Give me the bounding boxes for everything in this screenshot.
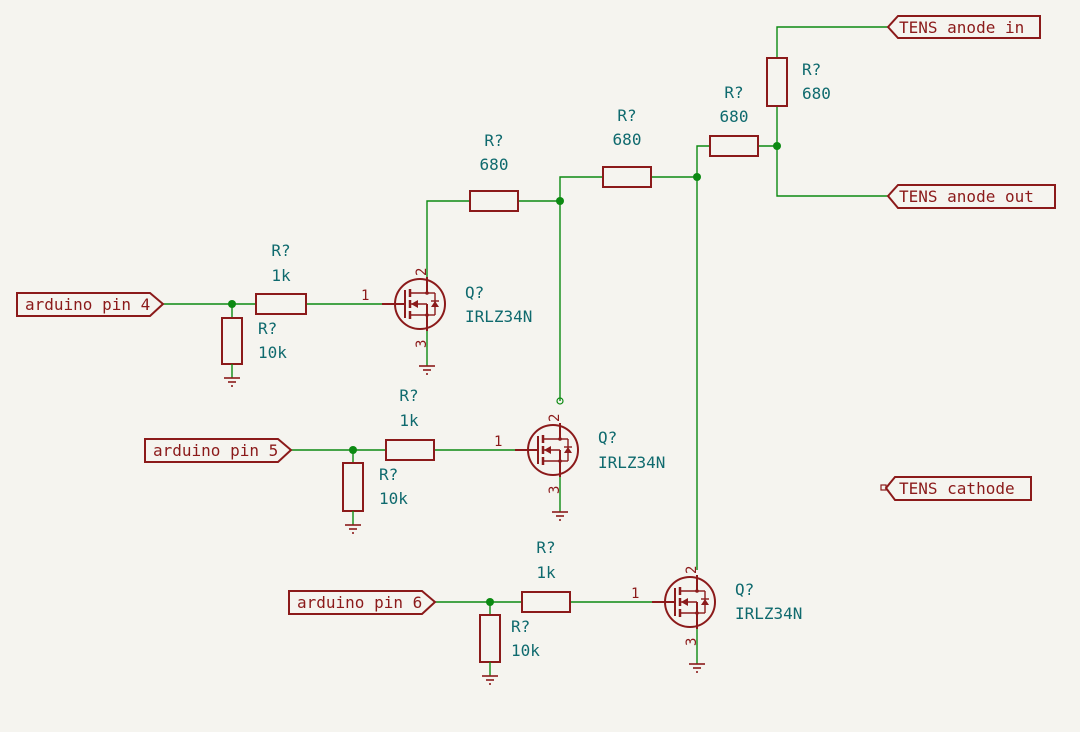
resistor-value: 1k — [536, 563, 556, 582]
junction-dot — [773, 142, 781, 150]
resistor-gate-2[interactable]: R? 1k — [385, 386, 435, 461]
pin-number: 1 — [361, 288, 369, 304]
wires — [163, 26, 888, 615]
pin-number: 3 — [547, 486, 563, 494]
port-pin5-label: arduino pin 5 — [153, 441, 278, 460]
junction-dot — [693, 173, 701, 181]
resistor-ref: R? — [511, 617, 530, 636]
resistor-value: 10k — [511, 641, 540, 660]
resistor-pulldown-2[interactable]: R? 10k — [342, 462, 408, 512]
mosfet-q1[interactable]: 1 2 3 Q? IRLZ34N — [361, 268, 532, 376]
junction-dot — [228, 300, 236, 308]
resistor-value: 10k — [258, 343, 287, 362]
port-pin6-label: arduino pin 6 — [297, 593, 422, 612]
port-cathode[interactable]: TENS cathode — [880, 476, 1032, 501]
resistor-value: 680 — [720, 107, 749, 126]
resistor-value: 680 — [613, 130, 642, 149]
transistor-ref: Q? — [735, 580, 754, 599]
wire-node-b — [696, 145, 710, 570]
port-anode-out[interactable]: TENS anode out — [886, 184, 1056, 209]
wire-drain1 — [426, 200, 470, 277]
resistor-gate-1[interactable]: R? 1k — [255, 241, 307, 315]
resistor-ref: R? — [379, 465, 398, 484]
resistor-pulldown-1[interactable]: R? 10k — [221, 317, 287, 365]
port-anode-in[interactable]: TENS anode in — [886, 15, 1041, 39]
ground-symbol — [223, 363, 241, 387]
port-pin6[interactable]: arduino pin 6 — [288, 590, 437, 615]
wire-anode-out — [776, 106, 888, 197]
mosfet-q3[interactable]: 1 2 3 Q? IRLZ34N — [631, 566, 802, 674]
port-pin4[interactable]: arduino pin 4 — [16, 292, 165, 317]
transistor-ref: Q? — [465, 283, 484, 302]
resistor-ref: R? — [802, 60, 821, 79]
transistor-ref: Q? — [598, 428, 617, 447]
wire-node-a — [559, 176, 603, 401]
resistor-ref: R? — [484, 131, 503, 150]
junction-dot — [486, 598, 494, 606]
junction-dot — [556, 197, 564, 205]
resistor-ref: R? — [724, 83, 743, 102]
pin-number: 1 — [494, 434, 502, 450]
port-pin4-label: arduino pin 4 — [25, 295, 150, 314]
transistor-value: IRLZ34N — [598, 453, 665, 472]
pin-number: 3 — [684, 638, 700, 646]
resistor-ref: R? — [258, 319, 277, 338]
resistor-value: 10k — [379, 489, 408, 508]
resistor-gate-3[interactable]: R? 1k — [521, 538, 571, 613]
resistor-ladder-2[interactable]: R? 680 — [602, 106, 652, 188]
port-anode-in-label: TENS anode in — [899, 18, 1024, 37]
pin-number: 3 — [414, 340, 430, 348]
resistor-ref: R? — [399, 386, 418, 405]
resistor-value: 680 — [480, 155, 509, 174]
resistor-ladder-1[interactable]: R? 680 — [469, 131, 519, 212]
pin-number: 1 — [631, 586, 639, 602]
mosfet-q2[interactable]: 1 2 3 Q? IRLZ34N — [494, 414, 665, 522]
resistor-top[interactable]: R? 680 — [766, 57, 831, 107]
pin-number: 2 — [684, 566, 700, 574]
transistor-value: IRLZ34N — [735, 604, 802, 623]
ground-symbol — [481, 661, 499, 685]
pin-number: 2 — [547, 414, 563, 422]
resistor-ladder-3[interactable]: R? 680 — [709, 83, 759, 157]
ground-symbol — [344, 510, 362, 534]
resistor-value: 1k — [399, 411, 419, 430]
resistor-ref: R? — [271, 241, 290, 260]
resistor-ref: R? — [536, 538, 555, 557]
port-anode-out-label: TENS anode out — [899, 187, 1034, 206]
resistor-ref: R? — [617, 106, 636, 125]
no-connect-marker — [556, 397, 564, 405]
port-cathode-label: TENS cathode — [899, 479, 1015, 498]
pin-number: 2 — [414, 268, 430, 276]
junction-dot — [349, 446, 357, 454]
resistor-value: 1k — [271, 266, 291, 285]
port-pin5[interactable]: arduino pin 5 — [144, 438, 293, 463]
resistor-value: 680 — [802, 84, 831, 103]
junctions — [228, 142, 781, 606]
resistor-pulldown-3[interactable]: R? 10k — [479, 614, 540, 663]
wire-anode-in — [776, 26, 888, 58]
transistor-value: IRLZ34N — [465, 307, 532, 326]
